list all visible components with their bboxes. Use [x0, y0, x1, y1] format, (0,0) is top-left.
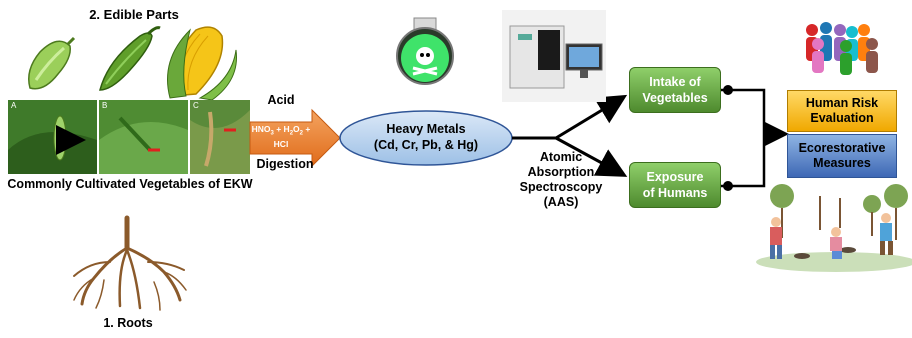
ecorestorative-box: Ecorestorative Measures — [787, 134, 897, 178]
vegetables-caption: Commonly Cultivated Vegetables of EKW — [7, 177, 253, 191]
photo-label-c: C — [193, 101, 199, 110]
poison-bottle-icon — [396, 17, 454, 85]
heavy-metals-line1: Heavy Metals — [386, 122, 466, 136]
acid-label: Acid — [267, 93, 295, 107]
corn-icon — [167, 26, 237, 101]
edible-parts-title: 2. Edible Parts — [89, 7, 179, 22]
arrow-to-exposure — [555, 136, 628, 177]
risk-line1: Human Risk — [805, 96, 879, 110]
roots-icon — [73, 215, 187, 311]
photo-label-b: B — [102, 101, 108, 110]
aas-line4: (AAS) — [543, 195, 579, 209]
intake-line1: Intake of — [649, 75, 701, 89]
intake-box: Intake of Vegetables — [629, 67, 721, 113]
digestion-arrow — [249, 108, 341, 168]
eco-line1: Ecorestorative — [798, 141, 886, 155]
heavy-metals-line2: (Cd, Cr, Pb, & Hg) — [373, 138, 479, 152]
exposure-line2: of Humans — [642, 186, 708, 200]
digestion-label: Digestion — [256, 157, 314, 171]
aas-line3: Spectroscopy — [519, 180, 603, 194]
exposure-dot — [723, 181, 733, 191]
people-group-icon — [806, 22, 878, 75]
intake-dot — [723, 85, 733, 95]
photo-label-a: A — [11, 101, 17, 110]
exposure-line1: Exposure — [646, 170, 704, 184]
converge-connector — [720, 88, 789, 188]
exposure-box: Exposure of Humans — [629, 162, 721, 208]
risk-line2: Evaluation — [810, 111, 874, 125]
roots-title: 1. Roots — [103, 316, 153, 330]
aas-line2: Absorption — [527, 165, 595, 179]
aas-label: Atomic Absorption Spectroscopy (AAS) — [506, 150, 616, 210]
spectrometer-icon — [502, 10, 606, 102]
intake-line2: Vegetables — [642, 91, 708, 105]
gardening-scene-icon — [756, 184, 912, 272]
vegetable-photos — [8, 100, 250, 174]
eco-line2: Measures — [813, 156, 871, 170]
human-risk-box: Human Risk Evaluation — [787, 90, 897, 132]
okra-icon — [99, 26, 161, 91]
heavy-metals-text: Heavy Metals (Cd, Cr, Pb, & Hg) — [356, 121, 496, 153]
arrow-to-intake — [555, 94, 628, 140]
zucchini-icon — [28, 36, 76, 90]
aas-line1: Atomic — [539, 150, 583, 164]
acid-formula: HNO3 + H2O2 + HCl — [251, 124, 311, 149]
